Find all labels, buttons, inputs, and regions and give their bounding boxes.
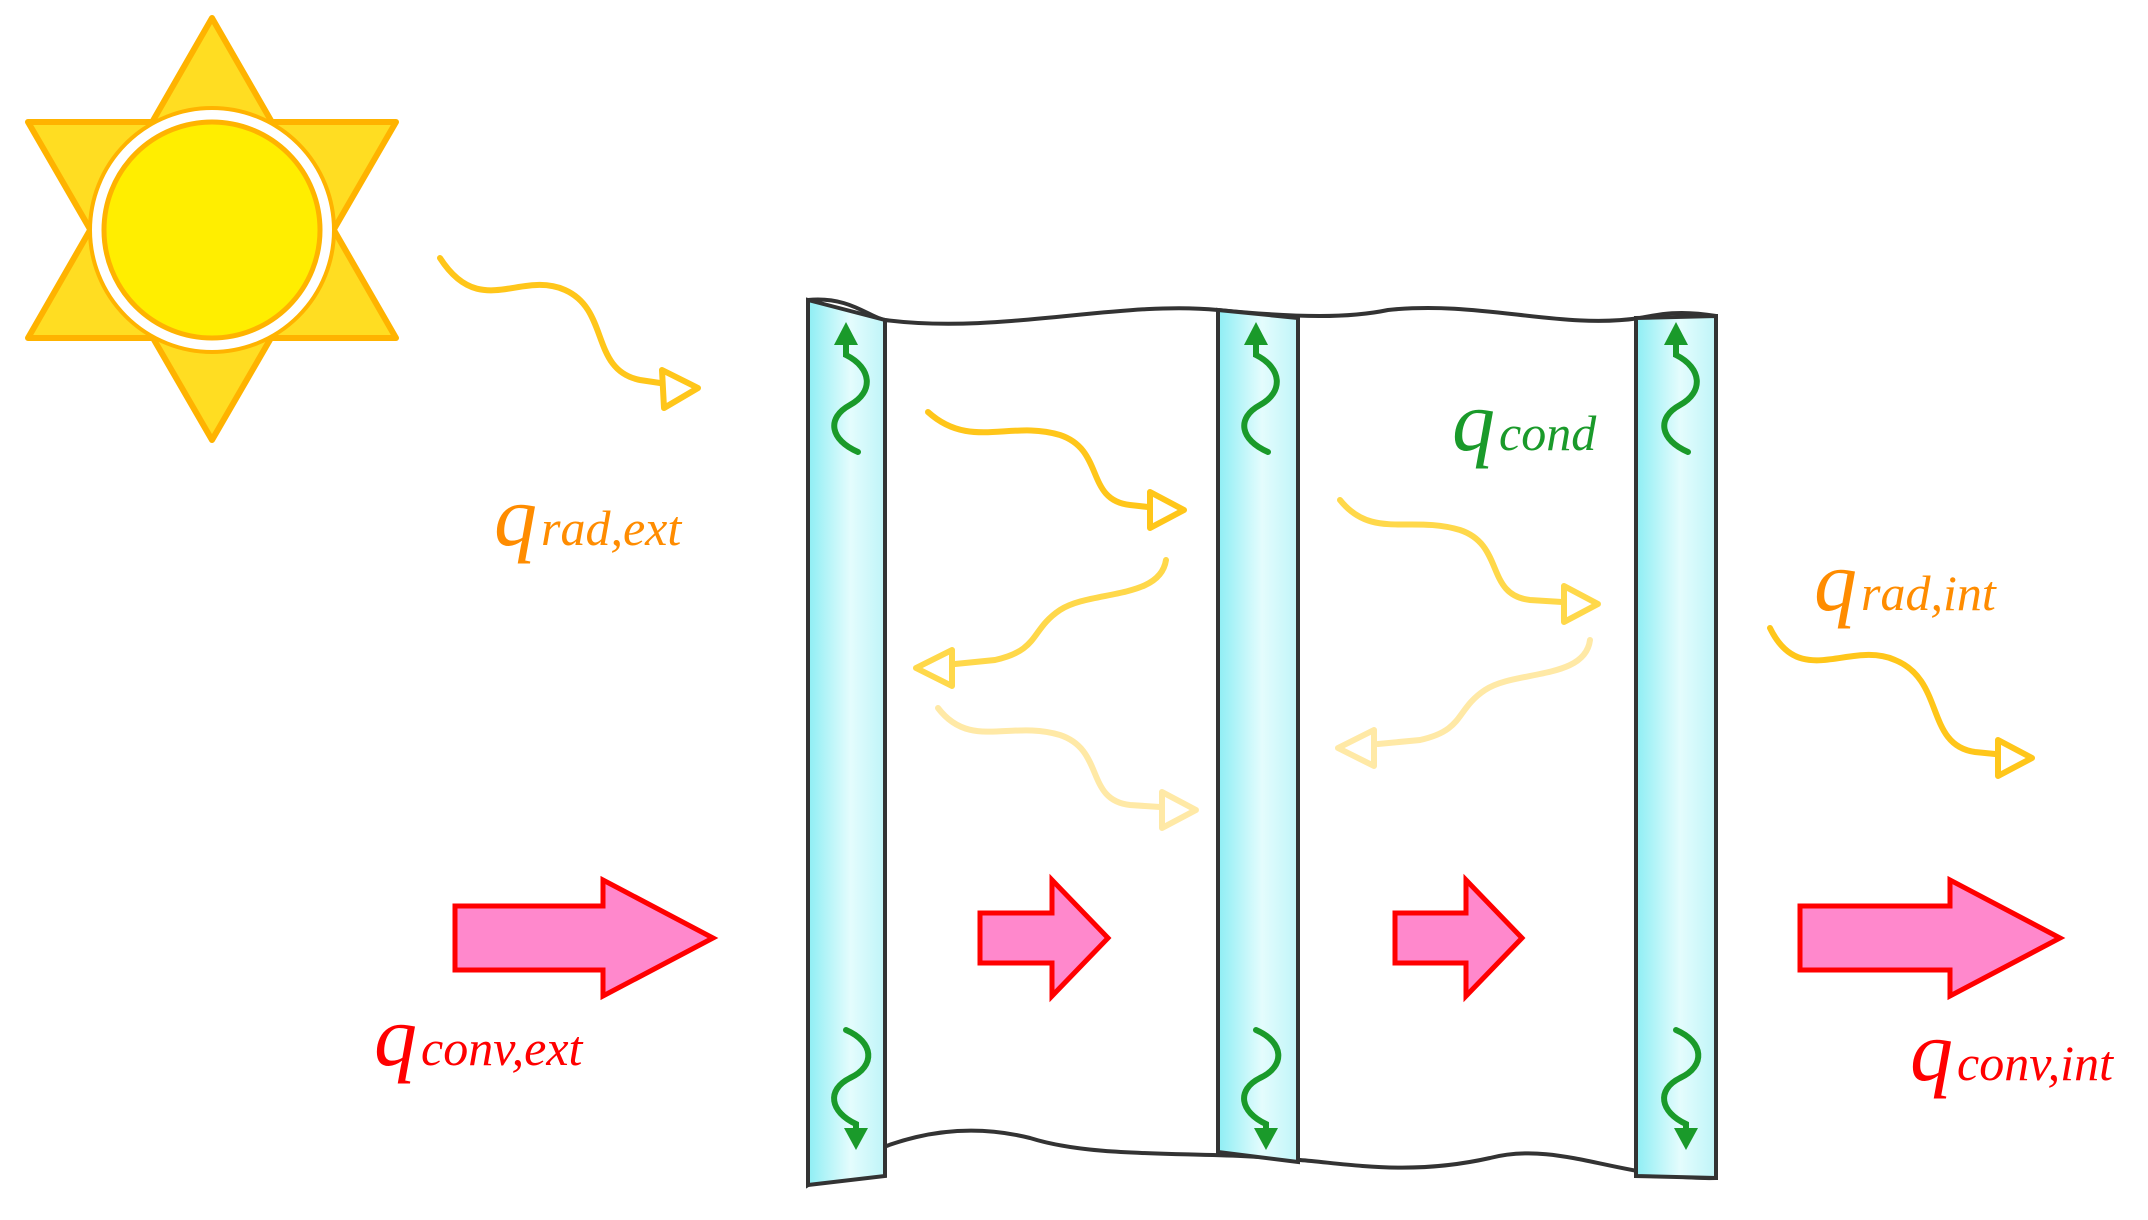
- conduction-wave-arrow: [1241, 322, 1280, 455]
- label-q-conv-ext: qconv,ext: [374, 988, 584, 1084]
- radiation-wave-arrow: [925, 409, 1187, 531]
- conduction-wave-arrow: [1241, 1027, 1282, 1150]
- label-q-cond: qcond: [1452, 373, 1597, 469]
- convection-block-arrow: [452, 875, 719, 1001]
- conduction-wave-arrow: [1661, 322, 1700, 455]
- glass-pane-1: [806, 297, 887, 1188]
- conduction-arrows: [831, 322, 1702, 1150]
- glass-pane-2: [1216, 307, 1300, 1165]
- radiation-arrows: [437, 255, 2035, 831]
- convection-block-arrow: [1797, 875, 2066, 1001]
- convection-block-arrow: [1392, 873, 1526, 1003]
- convection-block-arrow: [977, 873, 1112, 1003]
- radiation-wave-arrow: [437, 255, 701, 411]
- radiation-wave-arrow: [913, 557, 1169, 689]
- conduction-wave-arrow: [831, 1027, 872, 1150]
- radiation-wave-arrow: [935, 705, 1199, 831]
- sun-icon: [25, 15, 399, 443]
- radiation-wave-arrow: [1337, 497, 1601, 625]
- glass-pane-3: [1634, 313, 1718, 1181]
- convection-arrows: [452, 873, 2066, 1003]
- radiation-wave-arrow: [1767, 625, 2035, 779]
- conduction-wave-arrow: [831, 322, 870, 455]
- label-q-rad-ext: qrad,ext: [494, 468, 682, 564]
- label-q-conv-int: qconv,int: [1910, 1003, 2114, 1099]
- conduction-wave-arrow: [1661, 1027, 1702, 1150]
- label-q-rad-int: qrad,int: [1814, 533, 1997, 629]
- radiation-wave-arrow: [1335, 637, 1593, 769]
